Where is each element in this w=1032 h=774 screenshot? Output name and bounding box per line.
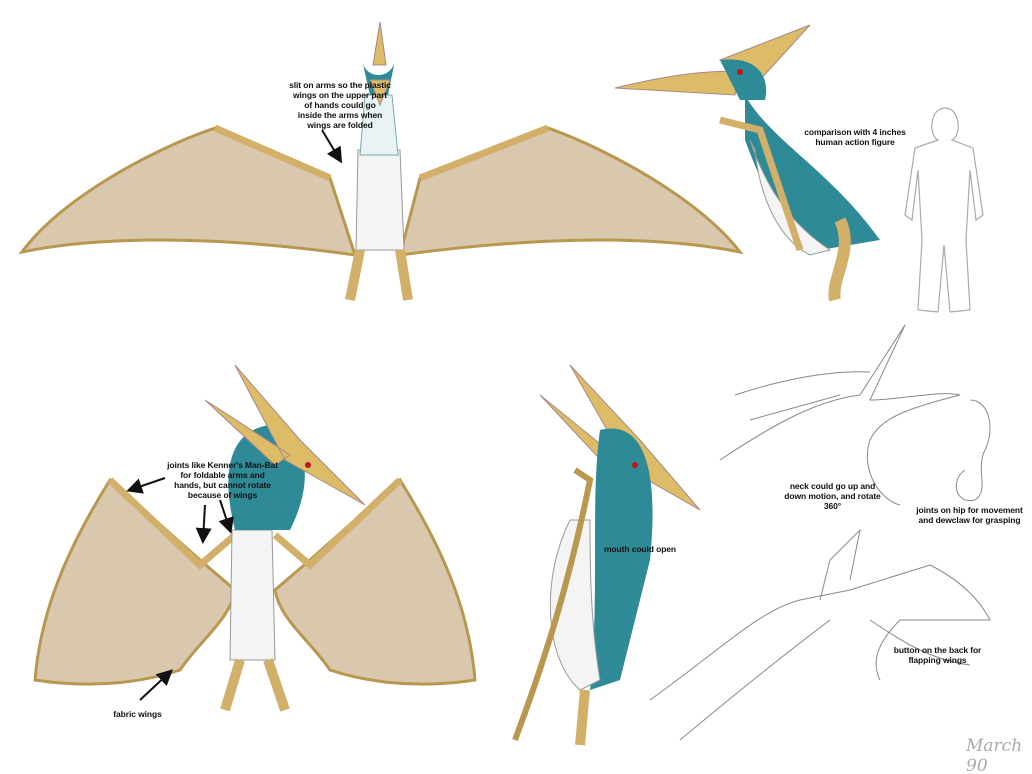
crest <box>372 21 387 66</box>
left-wing <box>18 126 358 257</box>
annotation-mouth: mouth could open <box>603 544 677 554</box>
side-view-mouth-open <box>512 364 701 746</box>
side-view <box>614 24 880 302</box>
right-wing <box>397 126 744 257</box>
human-action-figure <box>904 107 984 313</box>
front-view-raised <box>33 364 477 712</box>
sketches <box>649 324 991 741</box>
front-view-spread <box>18 21 744 301</box>
annotation-fabric: fabric wings <box>113 709 162 719</box>
body <box>355 149 405 251</box>
legs <box>345 249 413 301</box>
artist-signature: March 90 <box>966 736 1023 774</box>
